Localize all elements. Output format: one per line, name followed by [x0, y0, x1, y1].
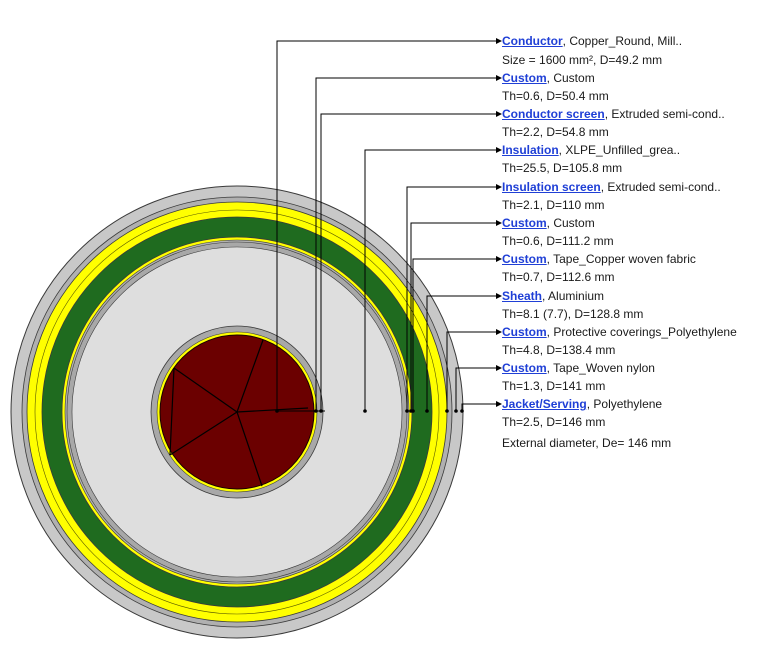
insulation-screen-desc: , Extruded semi-cond..: [600, 180, 721, 194]
external-diameter-label: External diameter, De= 146 mm: [502, 436, 672, 450]
conductor-link[interactable]: Conductor: [502, 34, 563, 48]
custom5-link[interactable]: Custom: [502, 361, 547, 375]
leader-lines: [276, 40, 497, 412]
leader-arrowheads: [496, 38, 502, 407]
layer-label-custom1: Custom, Custom: [502, 71, 595, 85]
layer-detail-custom2: Th=0.6, D=111.2 mm: [502, 234, 614, 248]
insulation-screen-link[interactable]: Insulation screen: [502, 180, 601, 194]
custom1-link[interactable]: Custom: [502, 71, 547, 85]
custom3-link[interactable]: Custom: [502, 252, 547, 266]
layer-detail-conductor: Size = 1600 mm², D=49.2 mm: [502, 53, 663, 67]
insulation-link[interactable]: Insulation: [502, 143, 559, 157]
conductor-screen-link[interactable]: Conductor screen: [502, 107, 605, 121]
custom4-desc: , Protective coverings_Polyethylene: [546, 325, 737, 339]
covering-inner-line: [34, 209, 440, 615]
layer-detail-custom3: Th=0.7, D=112.6 mm: [502, 270, 615, 284]
layer-label-insulation-screen: Insulation screen, Extruded semi-cond..: [502, 180, 721, 194]
layer-label-sheath: Sheath, Aluminium: [502, 289, 604, 303]
custom1-desc: , Custom: [546, 71, 595, 85]
layer-label-insulation: Insulation, XLPE_Unfilled_grea..: [502, 143, 680, 157]
layer-label-conductor-screen: Conductor screen, Extruded semi-cond..: [502, 107, 725, 121]
layer-detail-custom4: Th=4.8, D=138.4 mm: [502, 343, 616, 357]
layer-label-custom5: Custom, Tape_Woven nylon: [502, 361, 655, 375]
conductor-segment-lines: [169, 339, 309, 487]
conductor-screen-desc: , Extruded semi-cond..: [604, 107, 725, 121]
layer-detail-sheath: Th=8.1 (7.7), D=128.8 mm: [502, 307, 644, 321]
layer-detail-insulation: Th=25.5, D=105.8 mm: [502, 161, 623, 175]
layer-detail-conductor-screen: Th=2.2, D=54.8 mm: [502, 125, 609, 139]
layer-label-custom2: Custom, Custom: [502, 216, 595, 230]
layer-label-custom3: Custom, Tape_Copper woven fabric: [502, 252, 696, 266]
layer-detail-insulation-screen: Th=2.1, D=110 mm: [502, 198, 605, 212]
layer-label-custom4: Custom, Protective coverings_Polyethylen…: [502, 325, 737, 339]
custom3-desc: , Tape_Copper woven fabric: [546, 252, 696, 266]
layer-label-jacket: Jacket/Serving, Polyethylene: [502, 397, 662, 411]
layer-detail-custom5: Th=1.3, D=141 mm: [502, 379, 606, 393]
layer-detail-jacket: Th=2.5, D=146 mm: [502, 415, 606, 429]
insulation-desc: , XLPE_Unfilled_grea..: [558, 143, 681, 157]
layer-detail-custom1: Th=0.6, D=50.4 mm: [502, 89, 609, 103]
custom2-link[interactable]: Custom: [502, 216, 547, 230]
custom4-link[interactable]: Custom: [502, 325, 547, 339]
custom5-desc: , Tape_Woven nylon: [546, 361, 655, 375]
leader-dots: [275, 409, 464, 413]
sheath-desc: , Aluminium: [542, 289, 605, 303]
jacket-desc: , Polyethylene: [586, 397, 663, 411]
jacket-link[interactable]: Jacket/Serving: [502, 397, 587, 411]
custom2-desc: , Custom: [546, 216, 595, 230]
sheath-link[interactable]: Sheath: [502, 289, 543, 303]
conductor-desc: , Copper_Round, Mill..: [562, 34, 683, 48]
layer-label-conductor: Conductor, Copper_Round, Mill..: [502, 34, 682, 48]
